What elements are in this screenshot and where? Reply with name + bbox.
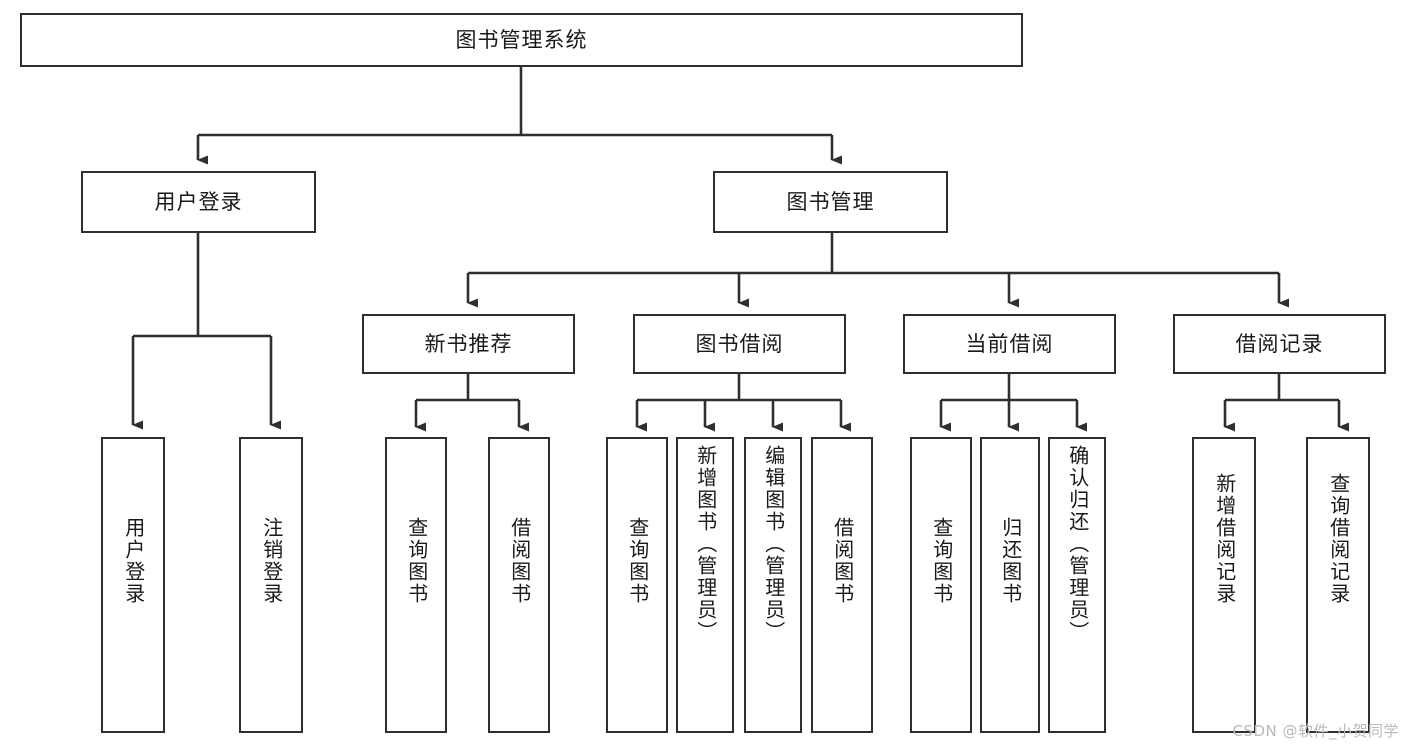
node-leaf-borrow-book-1-label: 借阅图书	[507, 517, 532, 605]
node-leaf-query-record-label: 查询借阅记录	[1326, 473, 1351, 605]
node-leaf-edit-book[interactable]: 编辑图书（管理员）	[744, 437, 802, 733]
node-leaf-user-logout-label: 注销登录	[259, 517, 284, 605]
node-leaf-query-book-3-label: 查询图书	[929, 517, 954, 605]
node-leaf-query-book-1-label: 查询图书	[404, 517, 429, 605]
node-book-manage-label: 图书管理	[786, 189, 875, 214]
node-leaf-borrow-book-2[interactable]: 借阅图书	[811, 437, 873, 733]
node-root[interactable]: 图书管理系统	[20, 13, 1023, 67]
node-leaf-add-book[interactable]: 新增图书（管理员）	[676, 437, 734, 733]
node-current-borrow[interactable]: 当前借阅	[903, 314, 1116, 374]
node-user-login[interactable]: 用户登录	[81, 171, 316, 233]
node-leaf-query-book-1[interactable]: 查询图书	[385, 437, 447, 733]
node-borrow-record-label: 借阅记录	[1235, 331, 1324, 356]
node-leaf-user-login[interactable]: 用户登录	[101, 437, 165, 733]
node-leaf-user-login-label: 用户登录	[121, 517, 146, 605]
node-leaf-borrow-book-2-label: 借阅图书	[830, 517, 855, 605]
node-leaf-query-book-3[interactable]: 查询图书	[910, 437, 972, 733]
node-new-book-rec-label: 新书推荐	[424, 331, 513, 356]
node-book-borrow[interactable]: 图书借阅	[633, 314, 846, 374]
node-leaf-return-book-label: 归还图书	[998, 517, 1023, 605]
node-new-book-rec[interactable]: 新书推荐	[362, 314, 575, 374]
node-leaf-borrow-book-1[interactable]: 借阅图书	[488, 437, 550, 733]
node-user-login-label: 用户登录	[154, 189, 243, 214]
node-leaf-query-book-2-label: 查询图书	[625, 517, 650, 605]
node-leaf-user-logout[interactable]: 注销登录	[239, 437, 303, 733]
node-current-borrow-label: 当前借阅	[965, 331, 1054, 356]
node-root-label: 图书管理系统	[455, 27, 588, 52]
node-leaf-query-book-2[interactable]: 查询图书	[606, 437, 668, 733]
node-leaf-add-record-label: 新增借阅记录	[1212, 473, 1237, 605]
node-leaf-confirm-return[interactable]: 确认归还（管理员）	[1048, 437, 1106, 733]
node-leaf-add-record[interactable]: 新增借阅记录	[1192, 437, 1256, 733]
node-book-manage[interactable]: 图书管理	[713, 171, 948, 233]
node-book-borrow-label: 图书借阅	[695, 331, 784, 356]
node-leaf-query-record[interactable]: 查询借阅记录	[1306, 437, 1370, 733]
node-borrow-record[interactable]: 借阅记录	[1173, 314, 1386, 374]
node-leaf-return-book[interactable]: 归还图书	[980, 437, 1040, 733]
node-leaf-edit-book-label: 编辑图书（管理员）	[761, 445, 786, 643]
node-leaf-confirm-return-label: 确认归还（管理员）	[1065, 445, 1090, 643]
node-leaf-add-book-label: 新增图书（管理员）	[693, 445, 718, 643]
